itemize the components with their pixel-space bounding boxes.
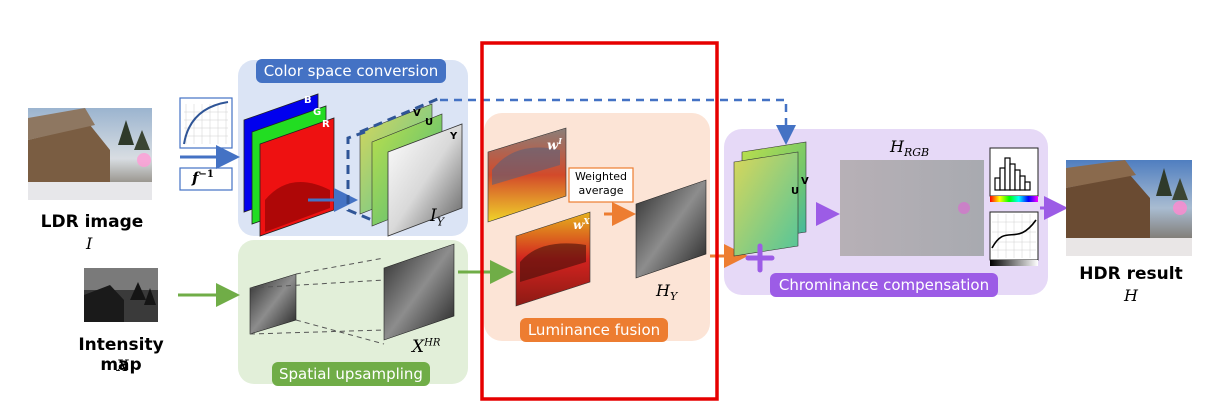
hdr-result-symbol: H [1124,286,1138,305]
channel-g: G [313,107,322,118]
hrgb-label: HRGB [890,137,929,159]
hrgb-image [840,160,984,256]
hrgb-sub: RGB [903,146,930,160]
ldr-image-title: LDR image [40,212,144,232]
channel-v: V [413,108,421,119]
wi-sup: I [558,136,562,146]
intensity-map-symbol: X [117,356,129,375]
xhr-label: XHR [412,337,440,357]
wx-sup: X [583,216,590,226]
weighted-average-label: Weighted average [569,170,633,198]
yuv-channel-stack [359,103,463,237]
wx-label: wX [573,216,590,232]
histogram-icon [989,147,1039,202]
xhr-sup: HR [424,337,441,349]
iy-sub: Y [436,215,444,229]
chroma-title: Chrominance compensation [770,273,998,297]
weight-map-i [487,127,567,223]
highlight-frame [480,41,719,401]
hrgb-base: H [890,137,904,156]
inverse-fn-exp: −1 [198,169,214,180]
spatial-high-res-plane [383,243,455,341]
channel-r: R [322,119,330,130]
weight-map-x [515,211,591,307]
colorspace-title: Color space conversion [256,59,446,83]
ldr-image-thumbnail [28,108,152,200]
hdr-result-title: HDR result [1079,264,1183,284]
tone-curve-icon [989,211,1039,266]
hdr-result-thumbnail [1066,160,1192,256]
spatial-title: Spatial upsampling [272,362,430,386]
wx-base: w [573,218,584,232]
ldr-image-symbol: I [86,234,93,253]
channel-y: Y [450,131,458,142]
wi-label: wI [547,136,562,153]
inverse-fn-label: f−1 [192,169,214,187]
inverse-fn-base: f [192,169,199,187]
xhr-base: X [412,337,425,357]
weighted-average-box [568,167,634,203]
hy-sub: Y [669,290,678,304]
iy-base: I [430,206,437,226]
uv-path-to-chroma [440,98,796,145]
hy-base: H [656,281,670,300]
luminance-title: Luminance fusion [520,318,668,342]
channel-b: B [304,95,312,106]
intensity-map-title: Intensity map [78,335,164,375]
luminance-output-plane [635,179,707,279]
spatial-dashed-lines [249,257,385,345]
channel-u: U [425,117,434,128]
iy-label: IY [430,206,444,228]
hy-label: HY [656,281,677,303]
chroma-uv-stack [733,141,807,257]
rgb-channel-stack [243,93,335,237]
plus-sign [745,243,775,273]
intensity-map-thumbnail [84,268,158,322]
wi-base: w [547,138,559,154]
inverse-crf-plot [179,97,233,149]
weighted-line-2: average [578,184,624,197]
chroma-channel-u: U [791,186,800,197]
chroma-channel-v: V [801,176,809,187]
inverse-fn-box [179,167,233,191]
weighted-line-1: Weighted [574,170,628,183]
